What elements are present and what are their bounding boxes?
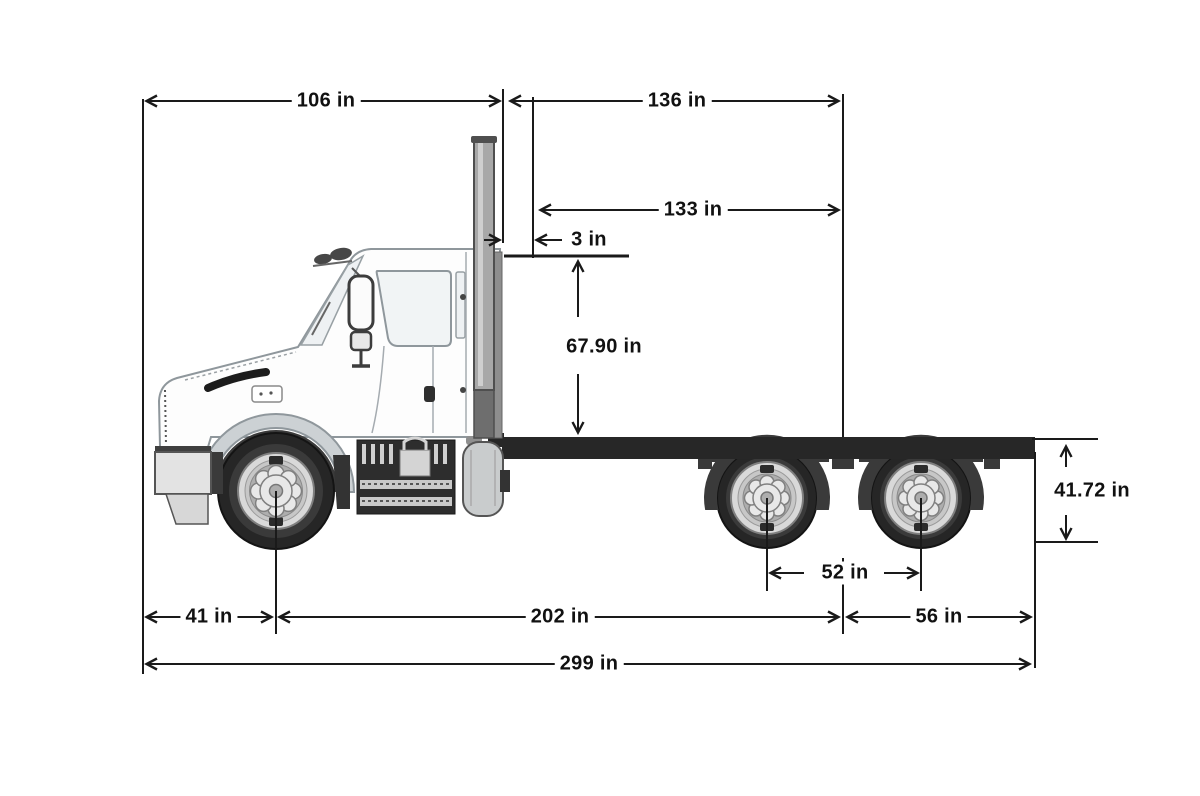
front-mudflap: [333, 455, 350, 509]
dim-label-frame-height: 41.72 in: [1049, 479, 1135, 503]
fuel-tank: [462, 433, 510, 517]
wiper: [311, 301, 331, 336]
dim-label-bumper-to-front-axle: 41 in: [180, 605, 238, 629]
dim-label-tandem-spacing: 52 in: [816, 561, 874, 585]
front-fender: [196, 413, 356, 493]
quarter-window: [455, 271, 466, 339]
grille-texture: [164, 389, 167, 446]
battery-steps: [356, 436, 456, 515]
windshield: [299, 254, 365, 346]
door-handle: [424, 386, 435, 402]
cowl-box: [251, 385, 283, 403]
exhaust-stack: [471, 136, 503, 439]
door-window: [375, 270, 452, 347]
front-bumper: [154, 446, 223, 525]
dim-label-cab-to-tandem: 136 in: [642, 89, 712, 113]
dim-label-cab-gap: 3 in: [566, 228, 612, 252]
dim-label-overall-length: 299 in: [554, 652, 624, 676]
dim-label-cab-height: 67.90 in: [561, 335, 647, 359]
dimension-lines: [142, 89, 1098, 674]
frame-rail: [502, 437, 1035, 459]
side-mirror: [347, 267, 375, 368]
dim-label-wheelbase: 202 in: [525, 605, 595, 629]
dim-label-body-space: 133 in: [658, 198, 728, 222]
hood-vent: [204, 368, 270, 392]
hood-seam: [184, 351, 297, 381]
door-seam-front: [371, 345, 385, 434]
air-horns: [312, 247, 353, 267]
truck-illustration: [154, 136, 1035, 550]
hinge-bottom: [460, 387, 466, 393]
dim-label-rear-overhang: 56 in: [910, 605, 968, 629]
hinge-top: [460, 294, 466, 300]
dim-label-bumper-to-back-of-cab: 106 in: [291, 89, 361, 113]
